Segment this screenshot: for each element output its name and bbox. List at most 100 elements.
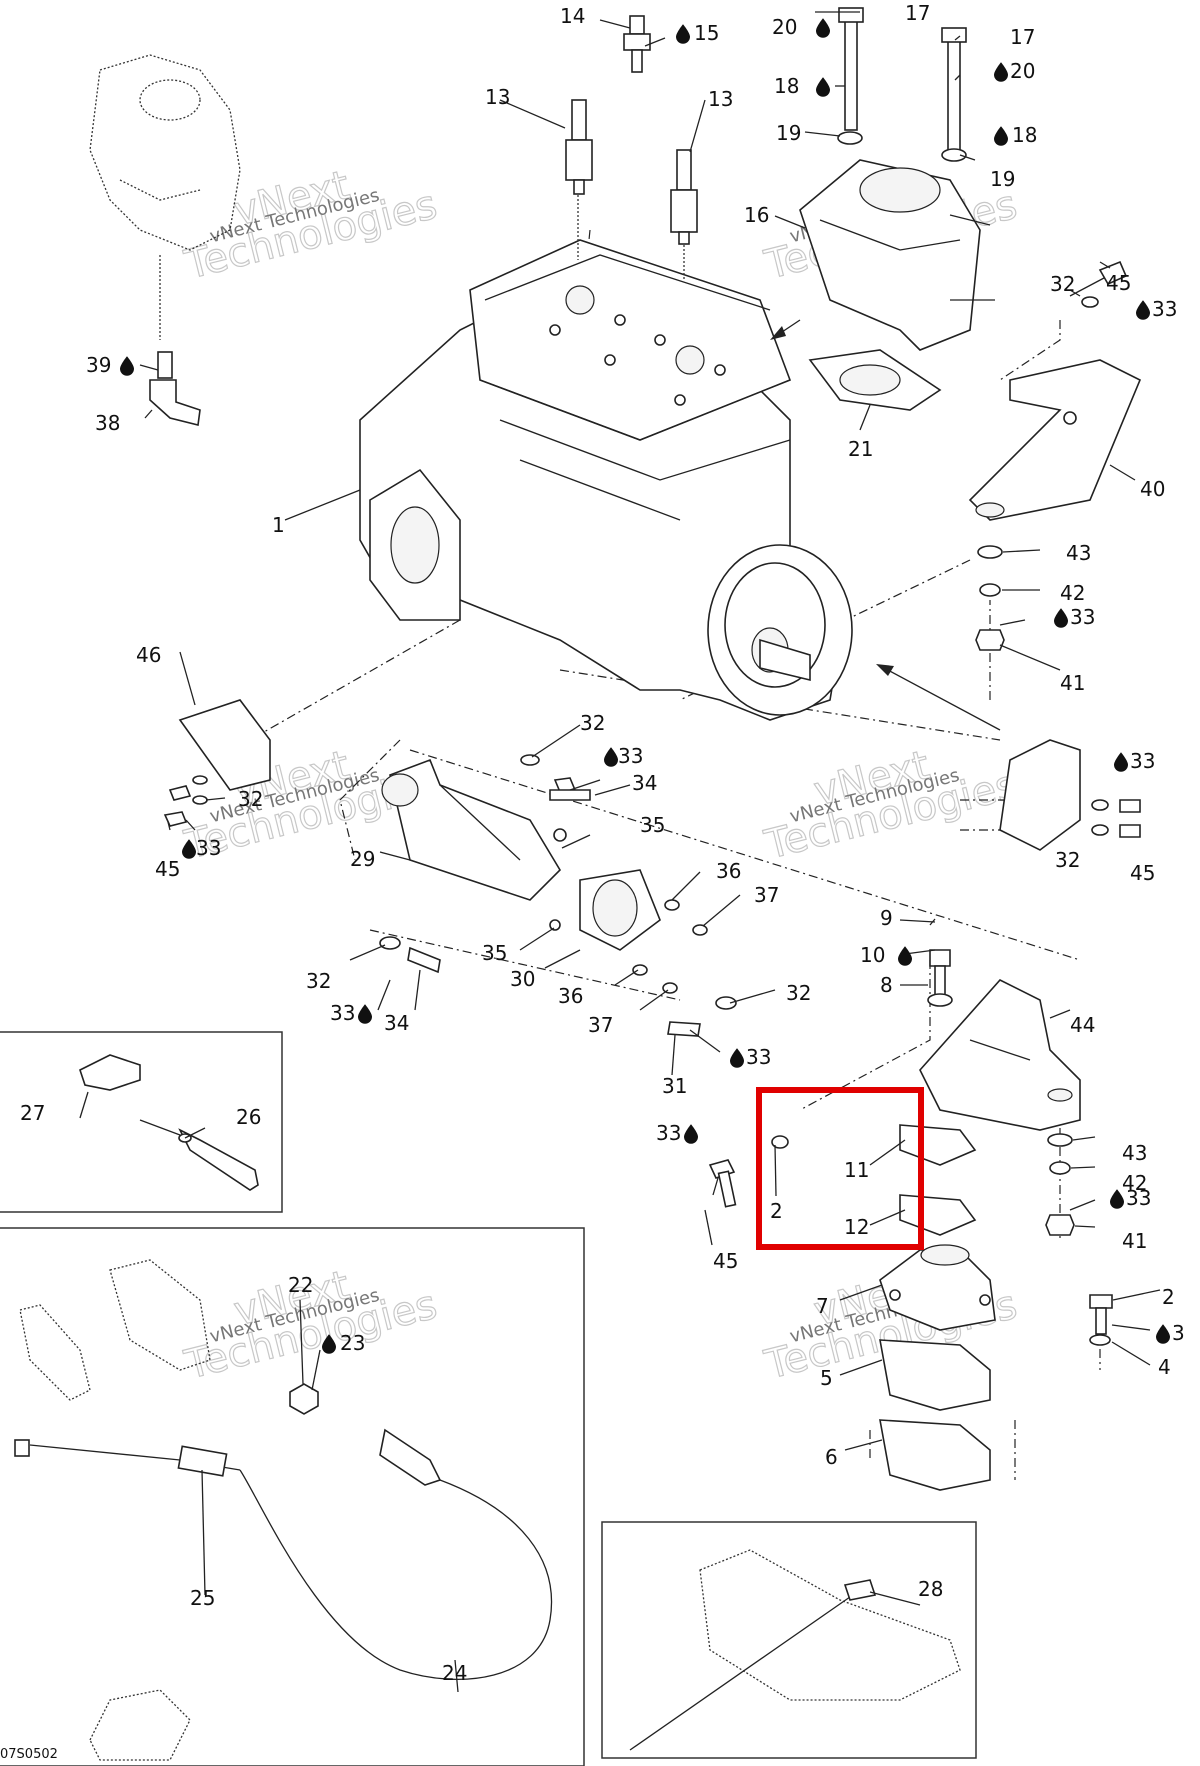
- callout-41: 41: [1060, 671, 1085, 695]
- callout-17: 17: [1010, 25, 1035, 49]
- callout-10: 10: [860, 943, 885, 967]
- callout-2: 2: [1162, 1285, 1175, 1309]
- watermark-top-left: vNext Technologies vNext Technologies: [179, 162, 442, 290]
- callout-14: 14: [560, 4, 585, 28]
- callout-27: 27: [20, 1101, 45, 1125]
- callout-3: 3: [1172, 1321, 1185, 1345]
- bolt-left-45: [708, 1159, 737, 1208]
- oil-drop-icon: [1156, 1324, 1170, 1344]
- oil-drop-icon: [604, 747, 618, 767]
- callout-45: 45: [1130, 861, 1155, 885]
- callout-37: 37: [754, 883, 779, 907]
- callout-45: 45: [1106, 271, 1131, 295]
- callout-35: 35: [482, 941, 507, 965]
- oil-drop-icon: [994, 62, 1008, 82]
- oil-drop-icon: [730, 1048, 744, 1068]
- oil-drop-icon: [816, 18, 830, 38]
- callout-24: 24: [442, 1661, 467, 1685]
- callout-18: 18: [1012, 123, 1037, 147]
- callout-5: 5: [820, 1366, 833, 1390]
- oil-drop-icon: [1054, 608, 1068, 628]
- callout-12: 12: [844, 1215, 869, 1239]
- callout-41: 41: [1122, 1229, 1147, 1253]
- callout-32: 32: [1050, 272, 1075, 296]
- callout-33: 33: [618, 744, 643, 768]
- bracket-46: [163, 699, 271, 827]
- oil-drop-icon: [898, 946, 912, 966]
- callout-19: 19: [990, 167, 1015, 191]
- callout-31: 31: [662, 1074, 687, 1098]
- callout-45: 45: [713, 1249, 738, 1273]
- callout-6: 6: [825, 1445, 838, 1469]
- callout-20: 20: [1010, 59, 1035, 83]
- callout-9: 9: [880, 906, 893, 930]
- callout-42: 42: [1060, 581, 1085, 605]
- diagram-code: 07S0502: [0, 1747, 58, 1762]
- callout-13: 13: [708, 87, 733, 111]
- callout-2: 2: [770, 1199, 783, 1223]
- leader-lines: [79, 11, 1161, 1693]
- oil-drop-icon: [816, 77, 830, 97]
- callout-36: 36: [558, 984, 583, 1008]
- callout-20: 20: [772, 15, 797, 39]
- choke-cable-inset: [79, 1054, 259, 1191]
- callout-32: 32: [580, 711, 605, 735]
- shims-5-6: [879, 1339, 991, 1491]
- callout-26: 26: [236, 1105, 261, 1129]
- engine-assembly: [359, 239, 853, 721]
- water-fitting: [623, 15, 651, 73]
- gasket-21: [808, 349, 942, 411]
- callout-44: 44: [1070, 1013, 1095, 1037]
- callout-38: 38: [95, 411, 120, 435]
- oil-drop-icon: [994, 126, 1008, 146]
- callout-4: 4: [1158, 1355, 1171, 1379]
- starter-motor: [381, 758, 661, 951]
- rubber-mount-7: [879, 1244, 996, 1331]
- water-elbow-38: [149, 351, 201, 426]
- oil-drop-icon: [676, 24, 690, 44]
- callout-33: 33: [1070, 605, 1095, 629]
- mount-hardware-right-top: [975, 260, 1128, 651]
- callout-21: 21: [848, 437, 873, 461]
- callout-37: 37: [588, 1013, 613, 1037]
- callout-42: 42: [1122, 1171, 1147, 1195]
- callout-33: 33: [656, 1121, 681, 1145]
- callout-15: 15: [694, 21, 719, 45]
- callout-11: 11: [844, 1158, 869, 1182]
- oil-drop-icon: [120, 356, 134, 376]
- callout-17: 17: [905, 1, 930, 25]
- callout-1: 1: [272, 513, 285, 537]
- callout-33: 33: [746, 1045, 771, 1069]
- callout-19: 19: [776, 121, 801, 145]
- callout-28: 28: [918, 1577, 943, 1601]
- shims-11-12: [771, 1124, 977, 1236]
- oil-cable-inset: [629, 1549, 961, 1751]
- engine-mount-40: [968, 359, 1142, 521]
- watermark-mid-right: vNext Technologies vNext Technologies: [759, 742, 1022, 870]
- callout-39: 39: [86, 353, 111, 377]
- callout-25: 25: [190, 1586, 215, 1610]
- starter-hardware: [379, 754, 737, 1037]
- callout-32: 32: [306, 969, 331, 993]
- callout-33: 33: [196, 836, 221, 860]
- callout-29: 29: [350, 847, 375, 871]
- callout-46: 46: [136, 643, 161, 667]
- callout-33: 33: [1126, 1186, 1151, 1210]
- inset-box-oil-cable: [601, 1521, 977, 1759]
- callout-36: 36: [716, 859, 741, 883]
- callout-18: 18: [774, 74, 799, 98]
- oil-drop-icon: [1136, 300, 1150, 320]
- callout-43: 43: [1066, 541, 1091, 565]
- callout-33: 33: [1152, 297, 1177, 321]
- callout-8: 8: [880, 973, 893, 997]
- callout-32: 32: [786, 981, 811, 1005]
- callout-33: 33: [1130, 749, 1155, 773]
- callout-40: 40: [1140, 477, 1165, 501]
- bracket-right-mid: [999, 739, 1141, 851]
- callout-7: 7: [816, 1294, 829, 1318]
- callout-35: 35: [640, 813, 665, 837]
- highlight-box[interactable]: [756, 1087, 924, 1250]
- callout-43: 43: [1122, 1141, 1147, 1165]
- exhaust-manifold-dotted: [89, 54, 241, 340]
